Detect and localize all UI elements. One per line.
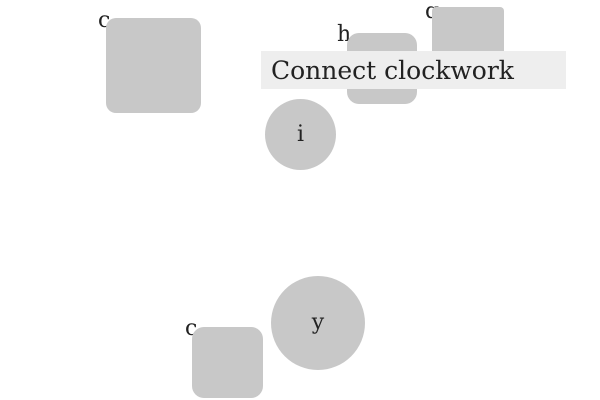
circle-i[interactable]: i xyxy=(265,99,336,170)
connect-banner: Connect clockwork xyxy=(261,51,566,89)
square-c-bottom[interactable] xyxy=(192,327,263,398)
banner-text: Connect clockwork xyxy=(271,55,514,85)
label-i: i xyxy=(296,121,305,147)
circle-y[interactable]: y xyxy=(271,276,365,370)
square-c-top[interactable] xyxy=(106,18,201,113)
label-y: y xyxy=(311,310,325,335)
